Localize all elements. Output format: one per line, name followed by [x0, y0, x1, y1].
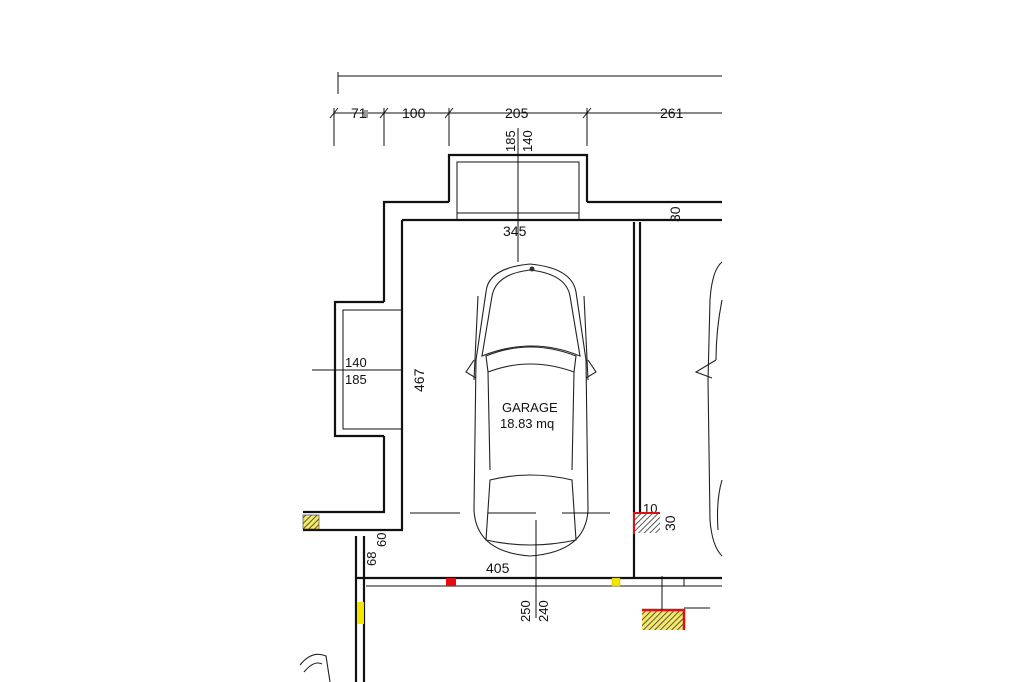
overall-dimension-line: [337, 72, 722, 94]
dim-30-top: 30: [667, 206, 683, 222]
adjacent-car-partial: [694, 261, 723, 557]
window-top-dim-185: 185: [503, 130, 518, 152]
dim-60: 60: [374, 533, 389, 547]
window-top-width: 345: [503, 223, 527, 239]
right-wall-dimensions: 30 10 30: [643, 206, 683, 531]
red-marker-door-left: [446, 578, 456, 586]
top-dimension-chain: 71 100 205 261: [329, 105, 722, 146]
window-top-dim-140: 140: [520, 130, 535, 152]
dim-100: 100: [402, 105, 426, 121]
dim-205: 205: [505, 105, 529, 121]
door-axis: 405 250 240: [410, 512, 610, 622]
wall-markers: [302, 512, 710, 630]
dim-71: 71: [351, 105, 367, 121]
door-dim-250: 250: [518, 600, 533, 622]
garage-walls: [303, 200, 722, 682]
hatched-column-bottom: [642, 610, 684, 630]
bottom-left-car-partial: [299, 653, 331, 682]
room-area: 18.83 mq: [500, 416, 554, 431]
hatched-column-left: [302, 514, 320, 530]
window-left-length: 467: [411, 368, 427, 392]
door-width: 405: [486, 560, 510, 576]
hatched-column-right: [634, 513, 660, 533]
dim-68: 68: [364, 552, 379, 566]
left-bay-window: 140 185 467: [312, 300, 427, 438]
car-top-view: GARAGE 18.83 mq: [465, 263, 597, 618]
yellow-marker-door-right: [611, 577, 621, 587]
window-left-dim-185: 185: [345, 372, 367, 387]
dim-261: 261: [660, 105, 684, 121]
room-name: GARAGE: [502, 400, 558, 415]
yellow-marker-wall-left: [357, 602, 364, 624]
dim-30-bottom: 30: [662, 515, 678, 531]
window-left-dim-140: 140: [345, 355, 367, 370]
top-bay-window: 185 140 345: [447, 128, 589, 262]
door-dim-240: 240: [536, 600, 551, 622]
left-corner-dimensions: 60 68: [364, 533, 389, 566]
